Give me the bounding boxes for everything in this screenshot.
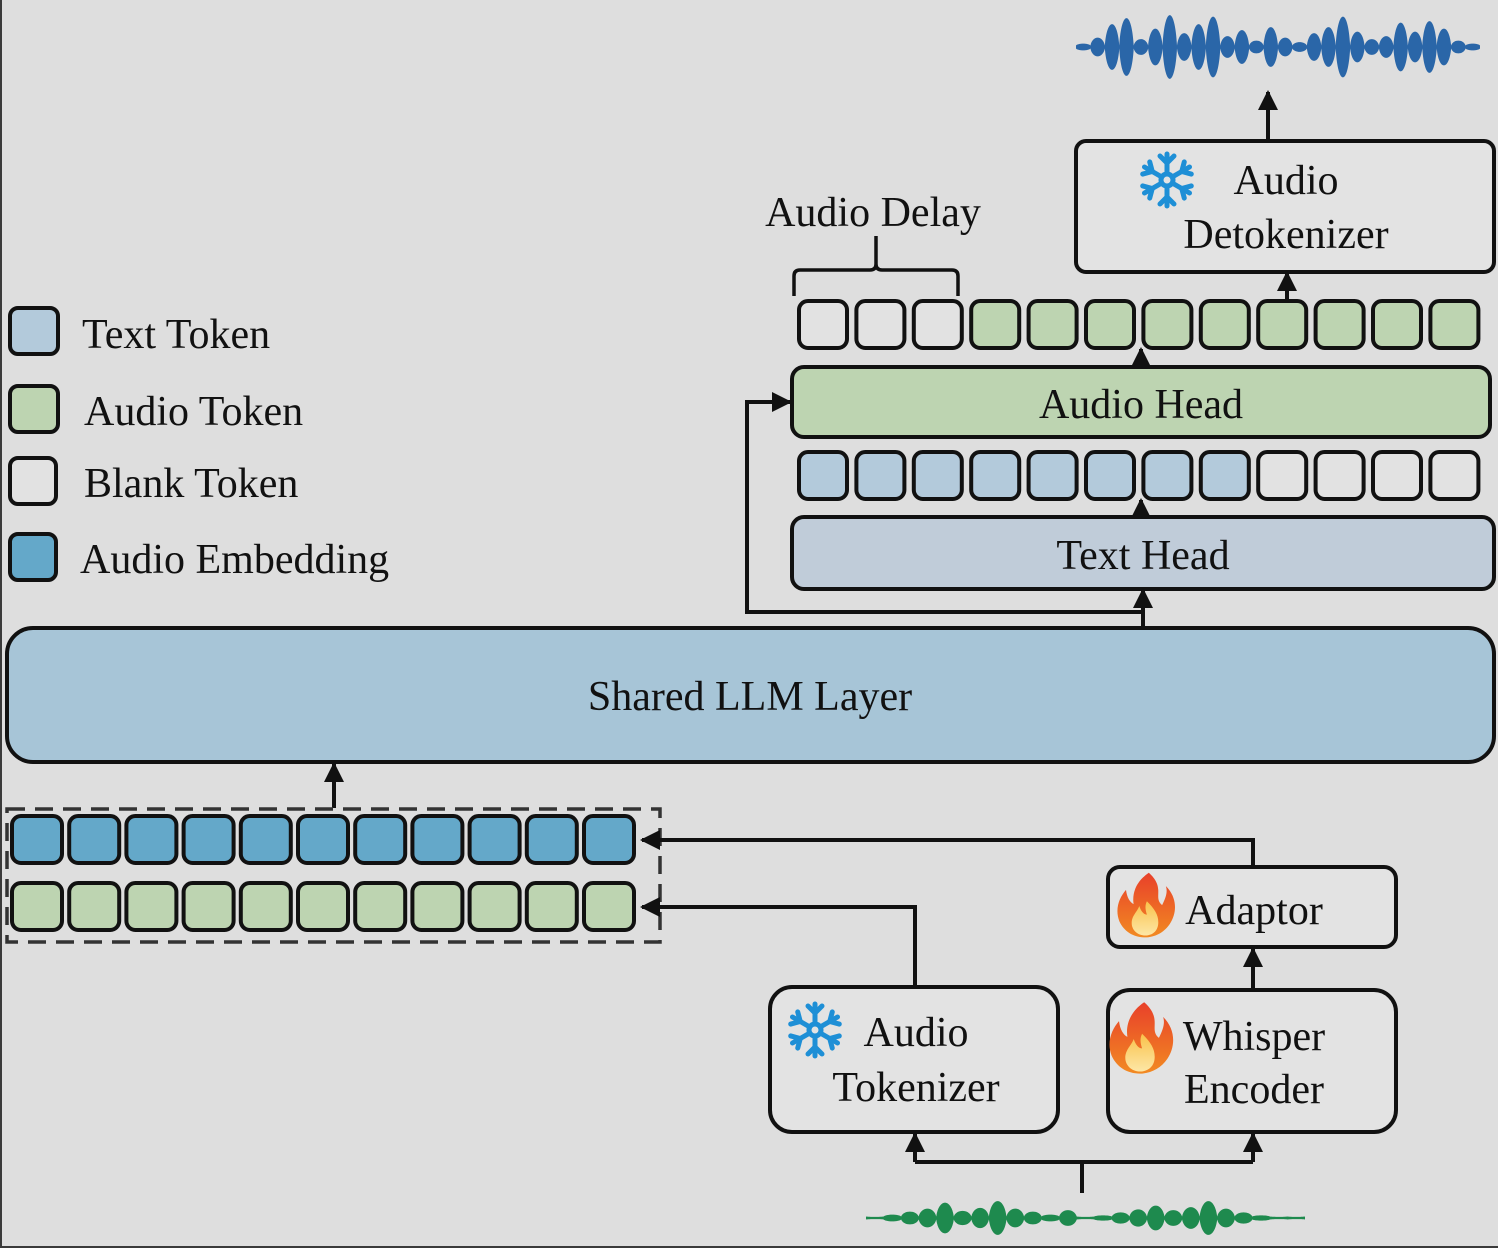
figure-bottom-border [0, 1246, 1498, 1248]
text-token [1026, 450, 1079, 501]
text-token [797, 450, 849, 501]
text-head-block: Text Head [790, 515, 1496, 591]
legend-swatch-text-token [8, 306, 60, 356]
audio-head-block: Audio Head [790, 365, 1492, 439]
whisper-encoder-label-line1: Whisper [1183, 1014, 1325, 1060]
embedding-token [296, 814, 350, 865]
audio-tokenizer-label-line2: Tokenizer [832, 1065, 999, 1111]
audio-token [1198, 299, 1251, 350]
blank-token [797, 299, 849, 350]
audio-token [1141, 299, 1194, 350]
arrow-llm-to-audio-head [745, 392, 1143, 614]
audio-token [1026, 299, 1079, 350]
shared-llm-block: Shared LLM Layer [5, 626, 1496, 764]
audio-token [969, 299, 1022, 350]
audio-token [1256, 299, 1309, 350]
audio-detokenizer-label-line2: Detokenizer [1183, 212, 1388, 258]
audio-delay-label: Audio Delay [765, 190, 981, 236]
whisper-encoder-block: Whisper Encoder [1106, 988, 1398, 1134]
input-audio-token-row [10, 881, 636, 932]
text-token [1084, 450, 1136, 501]
embedding-token [10, 814, 64, 865]
legend-label-text-token: Text Token [82, 312, 270, 358]
audio-detokenizer-block: Audio Detokenizer [1074, 139, 1496, 274]
figure-left-border [0, 0, 2, 1248]
audio-detokenizer-label-line1: Audio [1234, 158, 1339, 204]
embedding-token [582, 814, 636, 865]
audio-output-token-row [797, 299, 1481, 350]
embedding-token [410, 814, 465, 865]
audio-token [124, 881, 179, 932]
text-token [911, 450, 964, 501]
blank-token [1371, 450, 1423, 501]
arrow-adaptor-to-embeddings [640, 830, 1255, 867]
blank-token [911, 299, 964, 350]
audio-token [353, 881, 408, 932]
audio-token [238, 881, 293, 932]
blank-token [1256, 450, 1309, 501]
audio-token [1371, 299, 1423, 350]
audio-token [1313, 299, 1366, 350]
audio-token [67, 881, 122, 932]
legend-item-audio-token: Audio Token [8, 384, 303, 435]
audio-token [296, 881, 350, 932]
embedding-token [238, 814, 293, 865]
audio-token [10, 881, 64, 932]
audio-head-label: Audio Head [1039, 382, 1243, 428]
audio-token [181, 881, 236, 932]
blank-token [1428, 450, 1481, 501]
embedding-token [467, 814, 522, 865]
output-waveform-icon [1076, 15, 1480, 79]
audio-token [524, 881, 579, 932]
text-token [969, 450, 1022, 501]
text-output-token-row [797, 450, 1481, 501]
embedding-token [124, 814, 179, 865]
legend-item-text-token: Text Token [8, 306, 270, 358]
audio-token [1084, 299, 1136, 350]
adaptor-label: Adaptor [1185, 888, 1323, 934]
audio-token [410, 881, 465, 932]
audio-token [582, 881, 636, 932]
shared-llm-label: Shared LLM Layer [588, 674, 912, 720]
audio-token [467, 881, 522, 932]
embedding-token [524, 814, 579, 865]
blank-token [1313, 450, 1366, 501]
input-embedding-row [10, 814, 636, 865]
legend-label-audio-token: Audio Token [84, 389, 303, 435]
embedding-token [67, 814, 122, 865]
legend-label-blank-token: Blank Token [84, 461, 298, 507]
embedding-token [181, 814, 236, 865]
text-head-label: Text Head [1056, 533, 1229, 579]
legend-item-blank-token: Blank Token [8, 456, 298, 507]
legend-swatch-audio-embedding [8, 532, 58, 582]
adaptor-block: Adaptor [1106, 865, 1398, 949]
legend-swatch-blank-token [8, 456, 58, 506]
legend: Text Token Audio Token Blank Token Audio… [8, 306, 389, 583]
input-waveform-icon [866, 1201, 1305, 1235]
arrow-tokenizer-to-audio-tokens [640, 897, 917, 987]
legend-item-audio-embedding: Audio Embedding [8, 532, 389, 583]
audio-tokenizer-block: Audio Tokenizer [768, 985, 1060, 1134]
audio-tokenizer-label-line1: Audio [864, 1010, 969, 1056]
blank-token [854, 299, 907, 350]
text-token [854, 450, 907, 501]
text-token [1198, 450, 1251, 501]
legend-swatch-audio-token [8, 384, 60, 434]
legend-label-audio-embedding: Audio Embedding [80, 537, 389, 583]
audio-token [1428, 299, 1481, 350]
audio-delay-brace [792, 236, 960, 296]
whisper-encoder-label-line2: Encoder [1184, 1067, 1324, 1113]
embedding-token [353, 814, 408, 865]
text-token [1141, 450, 1194, 501]
arrow-wave-to-encoders [915, 1160, 1253, 1193]
